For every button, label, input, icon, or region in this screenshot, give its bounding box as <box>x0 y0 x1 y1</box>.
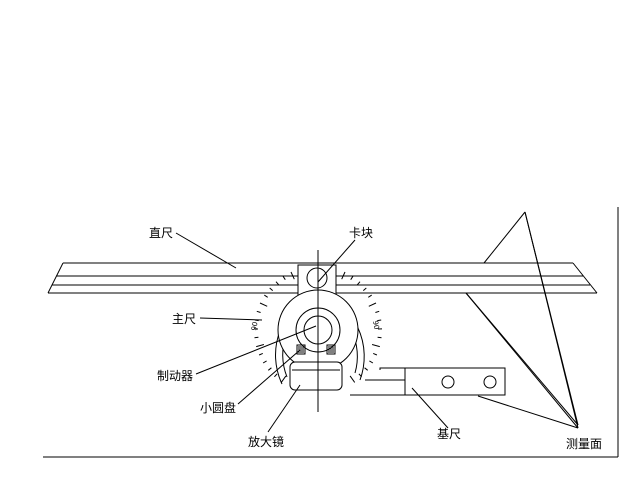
brake-screw-right <box>326 344 336 355</box>
leader-measuring-face-2 <box>465 292 579 429</box>
scale-tick <box>269 287 274 291</box>
dial-scale-left: 90 <box>250 321 259 331</box>
scale-tick <box>368 302 377 307</box>
scale-tick <box>267 367 272 371</box>
scale-tick <box>259 302 268 307</box>
base-ruler-hole-right <box>483 375 497 389</box>
scale-tick <box>290 271 295 280</box>
leader-measuring-face-1 <box>524 211 579 429</box>
leader-main-scale <box>199 317 263 321</box>
label-clamp-block: 卡块 <box>349 226 373 240</box>
leader-straight-ruler <box>175 232 237 269</box>
leader-lines <box>175 211 579 433</box>
scale-tick <box>364 367 369 371</box>
scale-tick <box>275 281 279 286</box>
base-ruler-hole-left <box>441 375 455 389</box>
label-magnifier: 放大镜 <box>248 434 284 449</box>
label-small-dial: 小圆盘 <box>200 400 236 415</box>
label-straight-ruler: 直尺 <box>149 226 173 240</box>
magnifier-window <box>289 361 343 391</box>
dial-scale-right: 90 <box>371 320 380 330</box>
leader-measuring-face-3 <box>477 395 579 429</box>
scale-tick <box>357 281 361 286</box>
square-blade <box>465 211 579 426</box>
scale-tick <box>371 344 380 348</box>
scale-tick <box>369 360 374 364</box>
scale-tick <box>262 360 267 364</box>
leader-brake <box>195 325 317 375</box>
scale-tick <box>350 276 354 280</box>
label-brake: 制动器 <box>157 369 193 383</box>
brake-screw-left <box>296 344 306 355</box>
scale-tick <box>256 310 261 313</box>
scale-tick <box>358 373 362 378</box>
scale-tick <box>377 319 382 322</box>
scale-tick <box>274 373 278 378</box>
leader-base-ruler <box>411 387 449 429</box>
scale-tick <box>362 287 367 291</box>
scale-tick <box>254 336 259 339</box>
label-measuring-face: 测量面 <box>566 437 602 451</box>
scale-tick <box>341 271 346 280</box>
scale-tick <box>375 310 380 313</box>
leader-magnifier <box>267 384 301 433</box>
label-base-ruler: 基尺 <box>437 427 461 441</box>
scale-tick <box>349 375 356 383</box>
scale-tick <box>280 375 287 383</box>
main-scale-ticks-right <box>341 271 383 383</box>
label-main-scale: 主尺 <box>172 312 196 326</box>
base-ruler <box>350 367 506 396</box>
scale-tick <box>377 336 382 339</box>
scale-tick <box>258 352 263 356</box>
clamp-block-pin <box>306 267 328 289</box>
scale-tick <box>373 352 378 356</box>
scale-tick <box>256 344 265 348</box>
leader-small-dial <box>237 349 301 405</box>
scale-tick <box>368 294 372 298</box>
leader-clamp-block <box>317 239 356 283</box>
scale-tick <box>264 294 268 298</box>
scale-tick <box>282 276 286 280</box>
